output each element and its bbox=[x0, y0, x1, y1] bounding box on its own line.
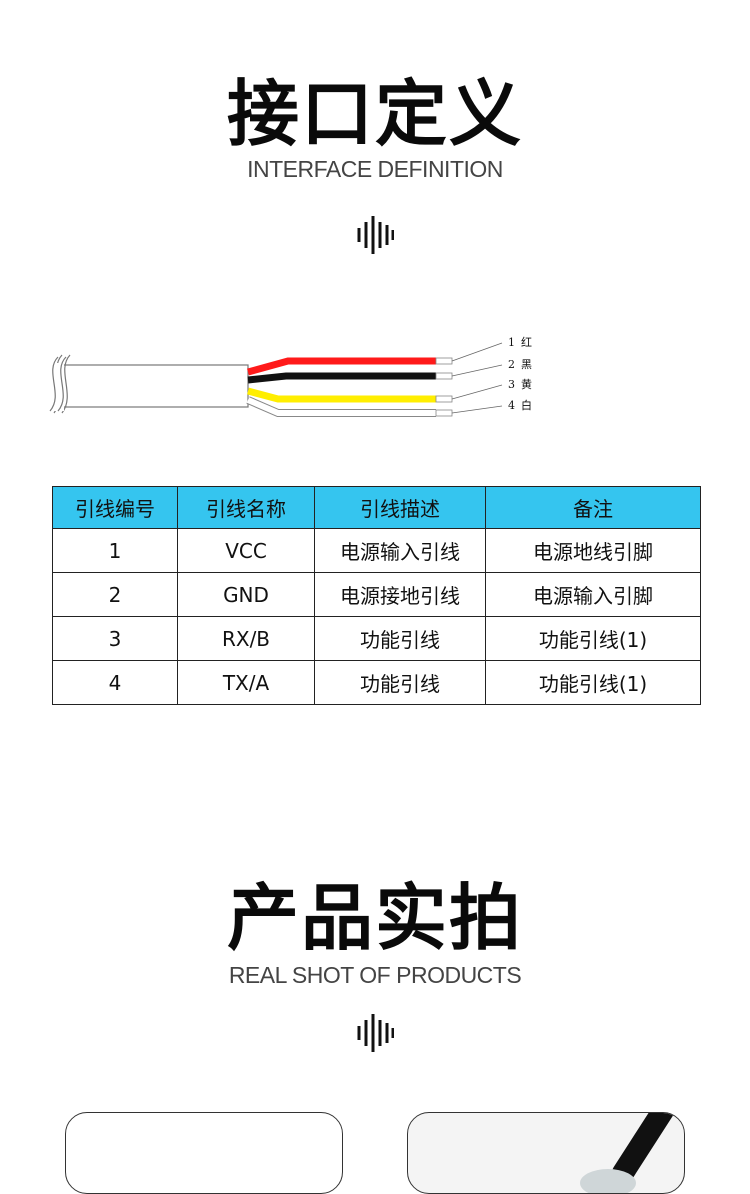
table-cell: 3 bbox=[52, 616, 178, 661]
header-lead-number: 引线编号 bbox=[52, 486, 178, 529]
soundwave-icon bbox=[357, 1014, 394, 1052]
table-cell: 功能引线 bbox=[314, 616, 486, 661]
table-cell: 电源接地引线 bbox=[314, 572, 486, 617]
cable-wiring-diagram: 1 红 2 黑 3 黄 4 白 bbox=[44, 336, 532, 417]
table-cell: GND bbox=[177, 572, 315, 617]
soundwave-icon bbox=[357, 216, 394, 254]
product-cable-image bbox=[580, 1113, 675, 1193]
wire-2-label: 黑 bbox=[521, 358, 532, 371]
table-cell: 1 bbox=[52, 528, 178, 573]
header-lead-description: 引线描述 bbox=[314, 486, 486, 529]
header-lead-name: 引线名称 bbox=[177, 486, 315, 529]
table-cell: VCC bbox=[177, 528, 315, 573]
table-cell: 2 bbox=[52, 572, 178, 617]
pin-definition-table: 引线编号 引线名称 引线描述 备注 1 VCC 电源输入引线 电源地线引脚 2 … bbox=[52, 486, 701, 705]
product-photo-right bbox=[407, 1112, 685, 1194]
table-cell: 4 bbox=[52, 660, 178, 705]
wire-1-number: 1 bbox=[508, 336, 515, 349]
section-title-real-shot: 产品实拍 bbox=[226, 876, 523, 960]
wire-4-label: 白 bbox=[521, 398, 532, 412]
table-cell: 功能引线 bbox=[314, 660, 486, 705]
table-cell: TX/A bbox=[177, 660, 315, 705]
table-cell: 电源输入引脚 bbox=[485, 572, 701, 617]
table-row: 3 RX/B 功能引线 功能引线(1) bbox=[52, 616, 701, 661]
wire-white bbox=[246, 397, 436, 416]
wire-red bbox=[247, 357, 436, 376]
wire-black bbox=[247, 372, 436, 384]
product-photo-left bbox=[65, 1112, 343, 1194]
section-subtitle-real-shot: REAL SHOT OF PRODUCTS bbox=[228, 962, 522, 988]
header-remarks: 备注 bbox=[485, 486, 701, 529]
cable-jacket bbox=[59, 364, 249, 408]
section-title-interface: 接口定义 bbox=[226, 72, 523, 156]
table-row: 4 TX/A 功能引线 功能引线(1) bbox=[52, 660, 701, 705]
table-row: 1 VCC 电源输入引线 电源地线引脚 bbox=[52, 528, 701, 573]
table-cell: 功能引线(1) bbox=[485, 660, 701, 705]
wire-3-label: 黄 bbox=[521, 377, 532, 391]
table-cell: 功能引线(1) bbox=[485, 616, 701, 661]
wire-4-number: 4 bbox=[508, 399, 515, 412]
table-row: 2 GND 电源接地引线 电源输入引脚 bbox=[52, 572, 701, 617]
wire-yellow bbox=[247, 387, 436, 403]
table-cell: RX/B bbox=[177, 616, 315, 661]
wire-3-number: 3 bbox=[508, 378, 515, 391]
wire-1-label: 红 bbox=[521, 336, 532, 349]
table-header-row: 引线编号 引线名称 引线描述 备注 bbox=[52, 486, 701, 529]
wire-2-number: 2 bbox=[508, 358, 515, 371]
table-cell: 电源输入引线 bbox=[314, 528, 486, 573]
section-subtitle-interface: INTERFACE DEFINITION bbox=[247, 156, 503, 182]
table-cell: 电源地线引脚 bbox=[485, 528, 701, 573]
